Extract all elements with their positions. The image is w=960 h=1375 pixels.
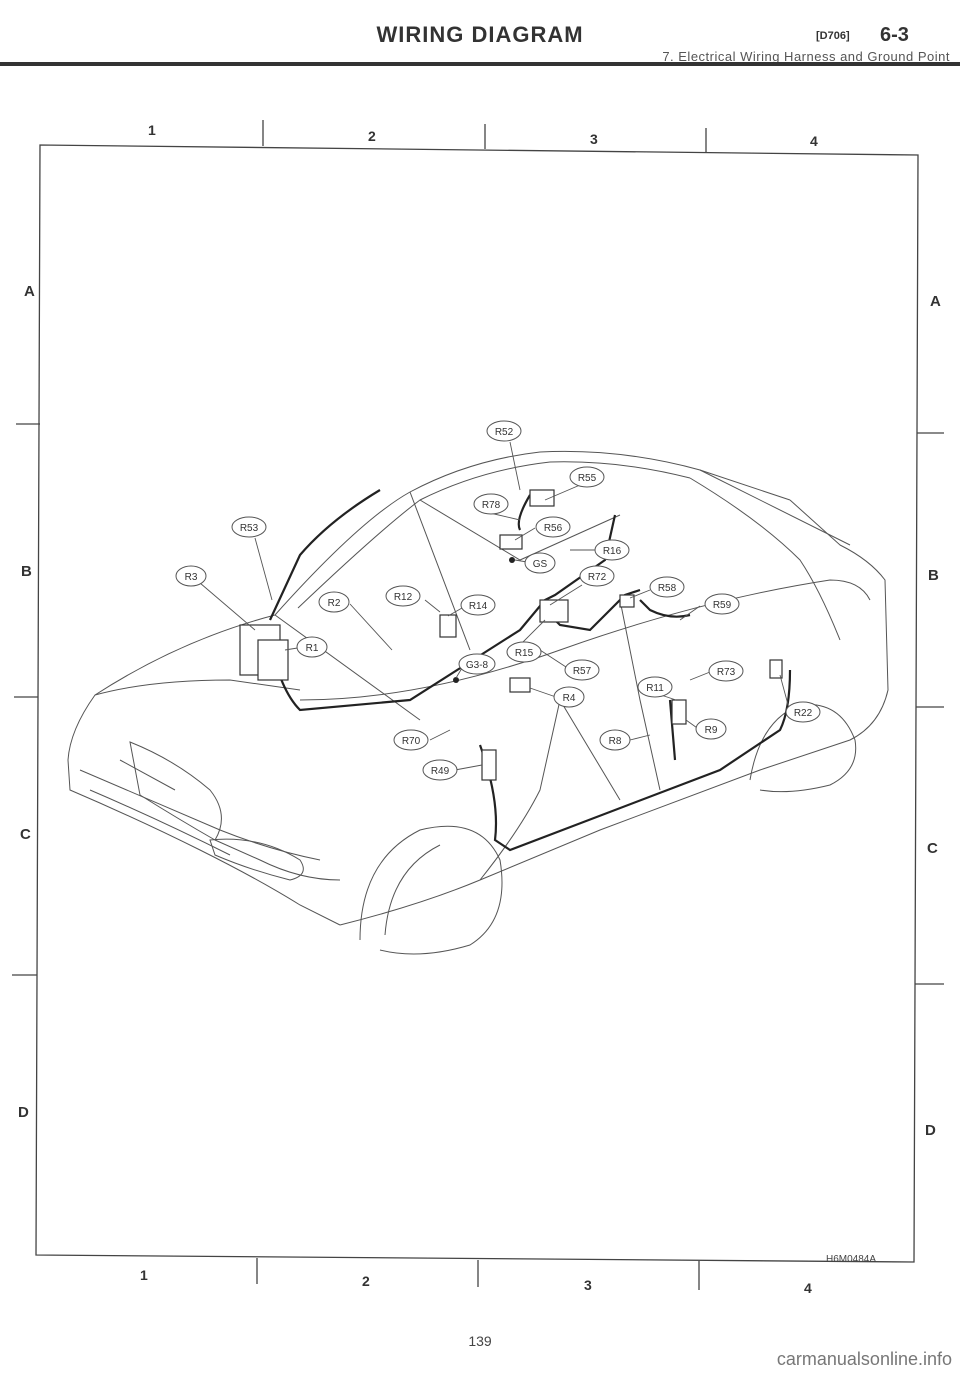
connector-r53-label: R53: [240, 523, 259, 534]
connector-r73: R73: [708, 660, 744, 682]
connector-r1-label: R1: [306, 643, 319, 654]
components: [239, 489, 783, 781]
header-rule: [0, 62, 960, 66]
ground-points: [453, 557, 515, 683]
connector-r8-label: R8: [609, 736, 622, 747]
row-label-a-left: A: [24, 283, 35, 300]
connector-r49: R49: [422, 759, 458, 781]
connector-r22-label: R22: [794, 708, 813, 719]
connector-r59: R59: [704, 593, 740, 615]
connector-r2-label: R2: [328, 598, 341, 609]
connector-r56-label: R56: [544, 523, 563, 534]
column-label-2-bottom: 2: [362, 1273, 370, 1289]
connector-r1: R1: [296, 636, 328, 658]
row-label-c-left: C: [20, 826, 31, 843]
connector-r52-label: R52: [495, 427, 514, 438]
column-label-1-bottom: 1: [140, 1267, 148, 1283]
connector-r4: R4: [553, 686, 585, 708]
connector-r22: R22: [785, 701, 821, 723]
room-light-component: [499, 534, 523, 550]
connector-r53: R53: [231, 516, 267, 538]
column-label-4-bottom: 4: [804, 1280, 812, 1296]
connector-r9: R9: [695, 718, 727, 740]
car-outline: [67, 450, 889, 955]
row-label-d-left: D: [18, 1104, 29, 1121]
connector-r3-label: R3: [185, 572, 198, 583]
connector-gs-label: GS: [533, 559, 548, 570]
page-title: WIRING DIAGRAM: [376, 22, 584, 47]
connector-g3-8-label: G3-8: [466, 660, 489, 671]
connector-r15-label: R15: [515, 648, 534, 659]
column-label-1-top: 1: [148, 122, 156, 138]
connector-r70-label: R70: [402, 736, 421, 747]
connector-r58: R58: [649, 576, 685, 598]
connector-r9-label: R9: [705, 725, 718, 736]
column-label-3-top: 3: [590, 131, 598, 147]
connector-r58-label: R58: [658, 583, 677, 594]
row-label-d-right: D: [925, 1122, 936, 1139]
connector-labels: R52 R55 R78 R56 GS R16 R53 R3 R72 R58 R5…: [175, 420, 821, 781]
connector-r56: R56: [535, 516, 571, 538]
connector-r12-label: R12: [394, 592, 413, 603]
section-code: [D706]: [816, 30, 850, 42]
page-number: 139: [468, 1333, 492, 1349]
figure-code: H6M0484A: [826, 1254, 877, 1265]
connector-r14: R14: [460, 594, 496, 616]
connector-r14-label: R14: [469, 601, 488, 612]
connector-r78-label: R78: [482, 500, 501, 511]
connector-r16-label: R16: [603, 546, 622, 557]
connector-r55: R55: [569, 466, 605, 488]
column-label-4-top: 4: [810, 133, 818, 149]
connector-r15: R15: [506, 641, 542, 663]
connector-r4-label: R4: [563, 693, 576, 704]
connector-r55-label: R55: [578, 473, 597, 484]
column-label-2-top: 2: [368, 128, 376, 144]
section-number: 6-3: [880, 24, 909, 46]
connector-r3: R3: [175, 565, 207, 587]
connector-r49-label: R49: [431, 766, 450, 777]
connector-r12: R12: [385, 585, 421, 607]
connector-r78: R78: [473, 493, 509, 515]
connector-r59-label: R59: [713, 600, 732, 611]
row-label-b-right: B: [928, 567, 939, 584]
page-subtitle: 7. Electrical Wiring Harness and Ground …: [662, 49, 950, 64]
diagram-frame: [12, 120, 944, 1290]
connector-gs: GS: [524, 552, 556, 574]
watermark-text: carmanualsonline.info: [776, 1349, 952, 1369]
connector-r72: R72: [579, 565, 615, 587]
connector-r11-label: R11: [646, 683, 664, 694]
row-label-c-right: C: [927, 840, 938, 857]
leader-lines: [199, 441, 791, 771]
ground-point-gs: [509, 557, 515, 563]
connector-r16: R16: [594, 539, 630, 561]
connector-r73-label: R73: [717, 667, 736, 678]
connector-r8: R8: [599, 729, 631, 751]
connector-r72-label: R72: [588, 572, 607, 583]
connector-g3-8: G3-8: [458, 653, 496, 675]
connector-r2: R2: [318, 591, 350, 613]
connector-r57: R57: [564, 659, 600, 681]
connector-r70: R70: [393, 729, 429, 751]
connector-r52: R52: [486, 420, 522, 442]
connector-r57-label: R57: [573, 666, 592, 677]
row-label-b-left: B: [21, 563, 32, 580]
ground-point-g3-8: [453, 677, 459, 683]
column-label-3-bottom: 3: [584, 1277, 592, 1293]
row-label-a-right: A: [930, 293, 941, 310]
connector-r11: R11: [637, 676, 673, 698]
